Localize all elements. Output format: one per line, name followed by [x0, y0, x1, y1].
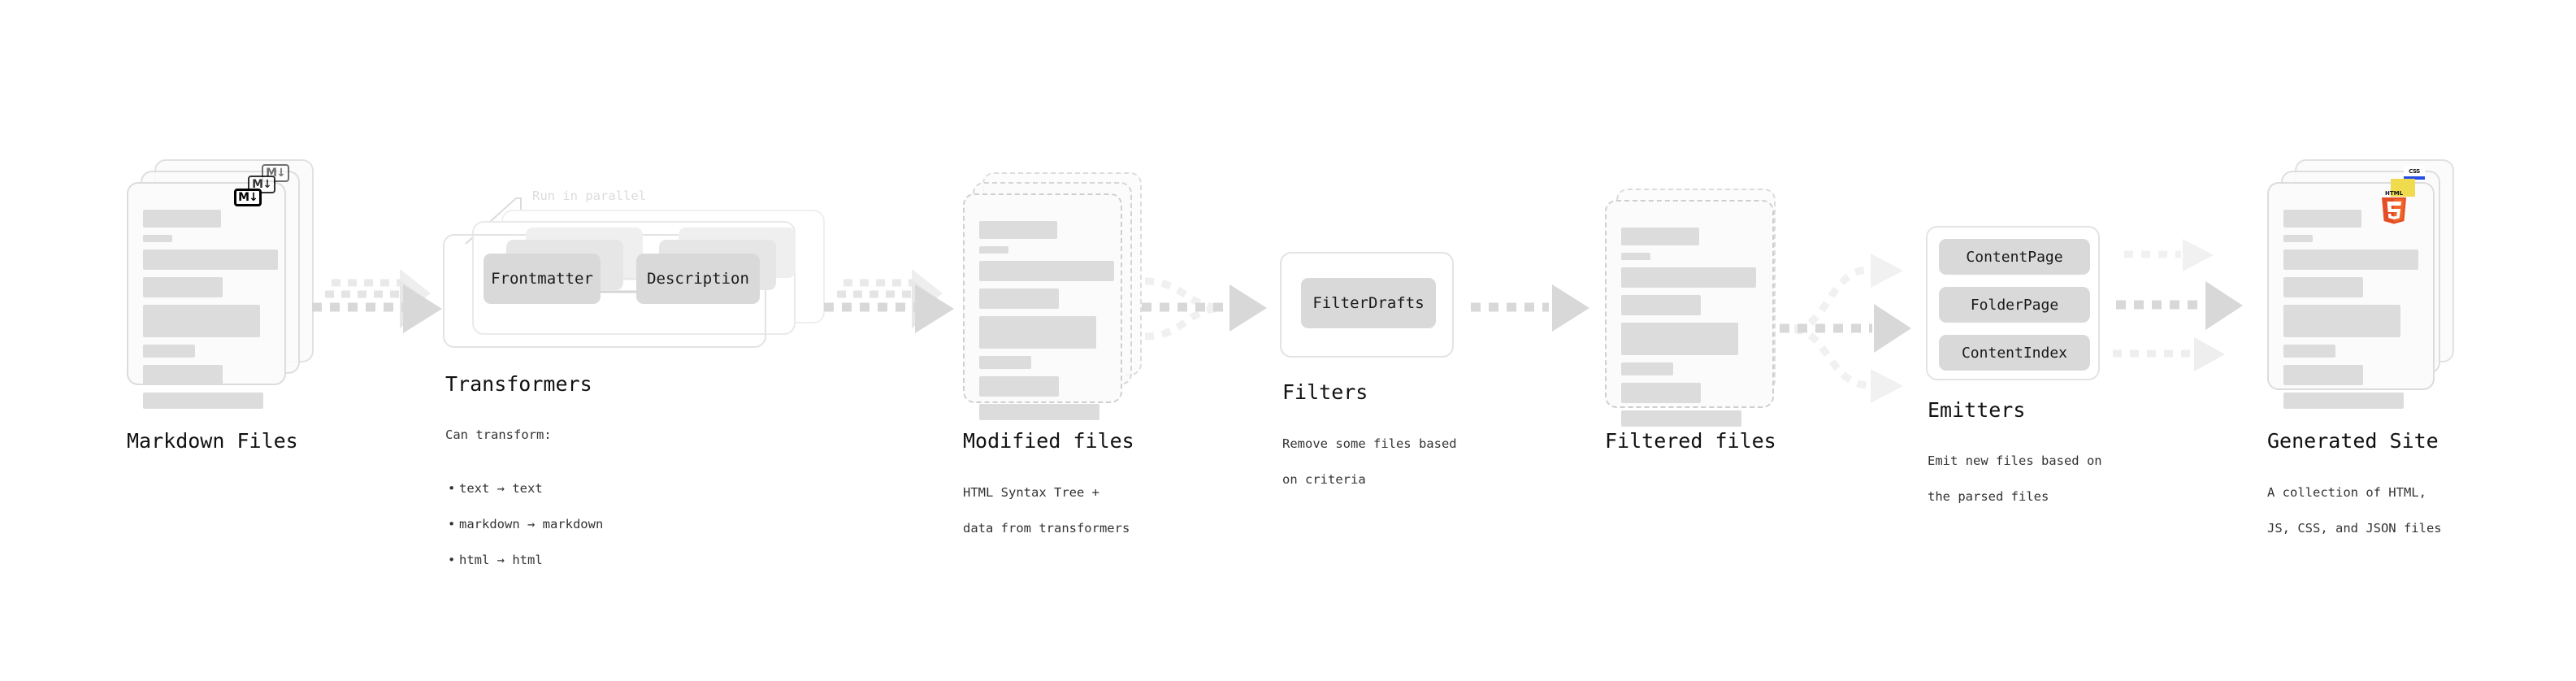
transform-rule-markdown: markdown → markdown	[448, 515, 603, 533]
filter-node-filterdrafts[interactable]: FilterDrafts	[1301, 278, 1436, 328]
transformer-node-description[interactable]: Description	[636, 254, 760, 304]
connector-filters-to-filtered	[1471, 283, 1601, 348]
modified-files-caption: HTML Syntax Tree + data from transformer…	[963, 466, 1130, 555]
emitter-node-contentindex[interactable]: ContentIndex	[1939, 335, 2090, 371]
js-icon	[2391, 179, 2415, 197]
transform-rule-html: html → html	[448, 551, 603, 569]
generated-site-caption: A collection of HTML, JS, CSS, and JSON …	[2267, 466, 2442, 555]
site-file-card-front	[2267, 182, 2435, 409]
transformer-node-frontmatter[interactable]: Frontmatter	[484, 254, 601, 304]
emitter-node-contentpage[interactable]: ContentPage	[1939, 239, 2090, 275]
markdown-file-card-front	[127, 182, 286, 409]
modified-files-stack	[963, 172, 1150, 420]
generated-site-stack: CSS HTML	[2267, 159, 2462, 409]
filtered-files-title: Filtered files	[1605, 429, 1776, 453]
connector-modified-to-filters	[1134, 258, 1288, 372]
filtered-file-card-front	[1605, 200, 1774, 427]
generated-site-title: Generated Site	[2267, 429, 2439, 453]
transformers-caption-heading: Can transform:	[445, 427, 552, 442]
generated-site-caption-line-2: JS, CSS, and JSON files	[2267, 521, 2442, 536]
transformers-title: Transformers	[445, 372, 592, 396]
emitters-caption-line-1: Emit new files based on	[1928, 453, 2102, 468]
run-in-parallel-label: Run in parallel	[532, 189, 646, 203]
doc-skeleton	[979, 221, 1114, 427]
doc-skeleton	[1621, 228, 1759, 434]
emitters-group: ContentPage FolderPage ContentIndex	[1926, 226, 2100, 380]
transform-rule-text: text → text	[448, 479, 603, 497]
filters-caption-line-1: Remove some files based	[1282, 436, 1457, 451]
connector-filtered-to-emitters	[1780, 241, 1934, 403]
connector-emitters-to-site	[2113, 236, 2267, 382]
css-icon: CSS	[2404, 166, 2425, 180]
doc-skeleton	[143, 210, 278, 416]
emitters-caption-line-2: the parsed files	[1928, 489, 2049, 504]
transformers-caption-list: text → text markdown → markdown html → h…	[445, 462, 603, 587]
markdown-files-stack: M↓ M↓ M↓	[127, 159, 314, 409]
modified-files-caption-line-2: data from transformers	[963, 521, 1130, 536]
filters-title: Filters	[1282, 380, 1368, 404]
markdown-files-title: Markdown Files	[127, 429, 298, 453]
emitters-title: Emitters	[1928, 398, 2026, 422]
modified-files-caption-line-1: HTML Syntax Tree +	[963, 485, 1099, 500]
transformers-group: Run in parallel Frontmatter Description	[443, 189, 825, 358]
transformers-caption: Can transform: text → text markdown → ma…	[445, 408, 603, 605]
emitters-caption: Emit new files based on the parsed files	[1928, 434, 2102, 523]
connector-markdown-to-transformers	[309, 268, 463, 358]
modified-file-card-front	[963, 193, 1122, 420]
filters-caption-line-2: on criteria	[1282, 472, 1366, 487]
connector-transformers-to-modified	[821, 268, 975, 358]
filters-caption: Remove some files based on criteria	[1282, 417, 1457, 506]
filters-group: FilterDrafts	[1280, 252, 1454, 358]
markdown-icon-front: M↓	[234, 189, 262, 206]
modified-files-title: Modified files	[963, 429, 1134, 453]
svg-text:HTML: HTML	[2385, 190, 2404, 197]
emitter-node-folderpage[interactable]: FolderPage	[1939, 287, 2090, 323]
html5-icon: HTML	[2379, 189, 2409, 224]
doc-skeleton	[2283, 210, 2420, 416]
generated-site-caption-line-1: A collection of HTML,	[2267, 485, 2426, 500]
filtered-files-stack	[1605, 189, 1792, 427]
